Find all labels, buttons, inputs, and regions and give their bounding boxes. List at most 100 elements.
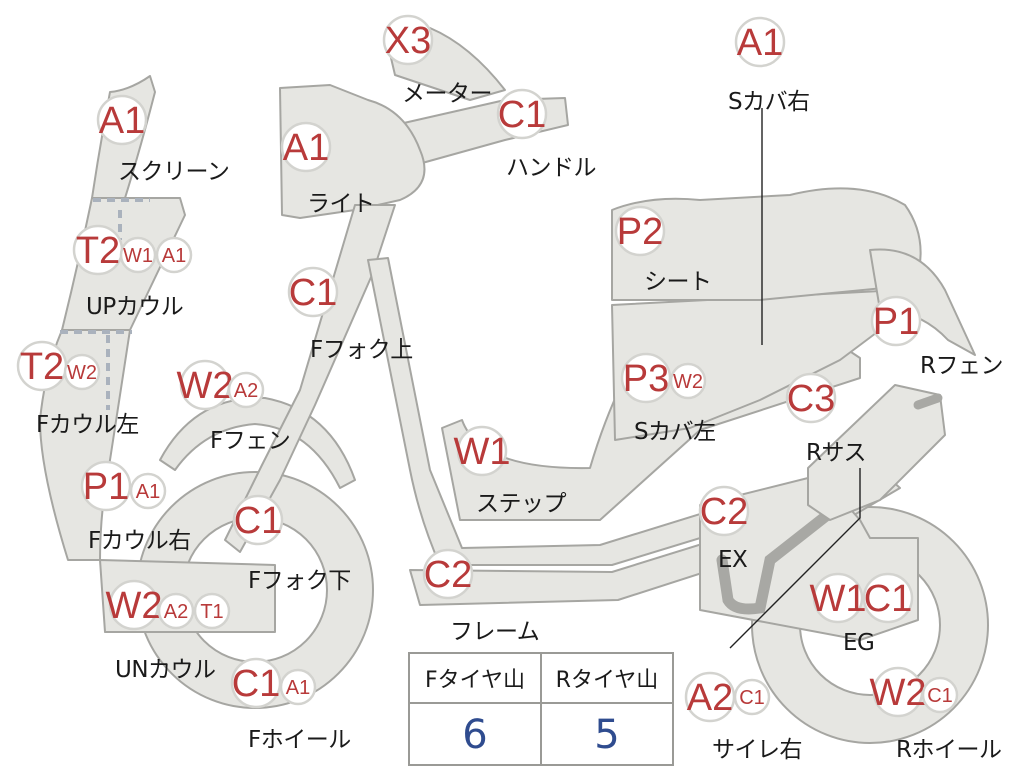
code-badge-un-cowl: W2 [106,585,163,627]
code-badge-circle [108,579,160,631]
code-badge-circle [422,548,474,600]
label-f-fork-upper: Fフォク上 [310,337,413,363]
code-badge-circle [232,494,284,546]
code-badge-circle [193,592,231,630]
tire-table-header-row: Fタイヤ山 Rタイヤ山 [410,654,672,704]
code-badge-up-cowl: T2 [76,230,120,272]
label-step: ステップ [476,491,567,517]
code-badge-s-cover-left: P3 [623,358,669,400]
code-badge-f-wheel-1: A1 [286,677,310,699]
code-badge-circle [785,372,837,424]
light-housing-shape [279,84,426,219]
code-badge-circle [862,572,914,624]
code-badge-circle [614,205,666,257]
leader-line-r-sus [729,468,861,649]
code-badge-circle [496,88,548,140]
code-badge-circle [63,353,101,391]
front-tire-header: Fタイヤ山 [425,668,525,693]
code-badge-circle [870,295,922,347]
code-badge-eg: W1 [810,578,867,620]
code-badge-un-cowl-1: A2 [164,601,188,623]
rear-suspension-shape [807,384,946,521]
code-badge-f-fork-upper: C1 [289,272,338,314]
label-un-cowl: UNカウル [115,657,216,683]
label-f-cowl-left: Fカウル左 [36,412,139,438]
code-badge-circle [129,472,167,510]
seat-shape [611,187,922,301]
code-badge-step: W1 [454,431,511,473]
label-f-cowl-right: Fカウル右 [88,528,191,554]
label-ex: EX [718,547,748,573]
code-badge-f-cowl-left-1: W2 [67,362,97,384]
code-badge-circle [227,371,265,409]
label-silencer-right: サイレ右 [712,737,803,763]
label-f-fender: Fフェン [210,428,291,454]
code-badge-r-sus: C3 [787,378,836,420]
rear-suspension-rod [913,393,943,410]
label-s-cover-right: Sカバ右 [728,89,810,115]
code-badge-frame: C2 [424,554,473,596]
code-badge-eg-1: C1 [864,578,913,620]
rear-tire-value: 5 [540,704,672,766]
label-meter: メーター [402,81,493,107]
code-badge-circle [280,121,332,173]
code-badge-circle [279,668,317,706]
code-badge-circle [733,678,771,716]
code-badge-up-cowl-1: W1 [123,245,153,267]
code-badge-silencer-right-1: C1 [739,687,765,709]
code-badge-circle [456,425,508,477]
front-tire-value: 6 [462,712,488,758]
label-light: ライト [307,191,375,217]
code-badge-ex: C2 [700,491,749,533]
label-s-cover-left: Sカバ左 [634,419,716,445]
code-badge-seat: P2 [617,211,663,253]
code-badge-circle [698,485,750,537]
tire-tread-table: Fタイヤ山 Rタイヤ山 6 5 [408,652,674,766]
label-r-sus: Rサス [806,440,867,466]
exhaust-pipe-shape [716,499,846,615]
label-frame: フレーム [450,619,540,645]
code-badge-circle [80,460,132,512]
code-badge-circle [734,16,786,68]
tire-table-value-row: 6 5 [410,704,672,766]
code-badge-circle [230,657,282,709]
code-badge-f-cowl-right-1: A1 [136,481,160,503]
code-badge-s-cover-right: A1 [737,22,783,64]
code-badge-light: A1 [283,127,329,169]
label-eg: EG [843,630,875,656]
code-badge-silencer-right: A2 [687,677,733,719]
code-badge-up-cowl-2: A1 [162,245,186,267]
rear-tire-header: Rタイヤ山 [540,654,672,702]
code-badge-circle [921,676,959,714]
frame-rail-shape [409,469,901,606]
code-badge-meter: X3 [385,20,431,62]
label-seat: シート [644,269,712,295]
code-badge-circle [155,236,193,274]
code-badge-f-cowl-right: P1 [83,466,129,508]
label-f-wheel: Fホイール [248,727,351,753]
code-badge-un-cowl-2: T1 [200,601,223,623]
code-badge-r-wheel: W2 [870,672,927,714]
code-badge-f-wheel: C1 [232,663,281,705]
code-badge-r-wheel-1: C1 [927,685,953,707]
code-badge-handle: C1 [498,94,547,136]
label-r-fender: Rフェン [920,353,1003,379]
label-f-fork-lower: Fフォク下 [248,568,351,594]
code-badge-r-fender: P1 [873,301,919,343]
label-up-cowl: UPカウル [86,294,184,320]
code-badge-f-fender: W2 [177,365,234,407]
code-badge-f-fork-lower: C1 [234,500,283,542]
code-badge-f-cowl-left: T2 [20,346,64,388]
code-badge-circle [669,362,707,400]
code-badge-circle [382,14,434,66]
label-screen: スクリーン [118,159,230,185]
code-badge-circle [119,236,157,274]
code-badge-circle [157,592,195,630]
code-badge-screen: A1 [99,100,145,142]
code-badge-s-cover-left-1: W2 [673,371,703,393]
code-badge-circle [96,94,148,146]
code-badge-circle [812,572,864,624]
label-r-wheel: Rホイール [896,737,1002,763]
